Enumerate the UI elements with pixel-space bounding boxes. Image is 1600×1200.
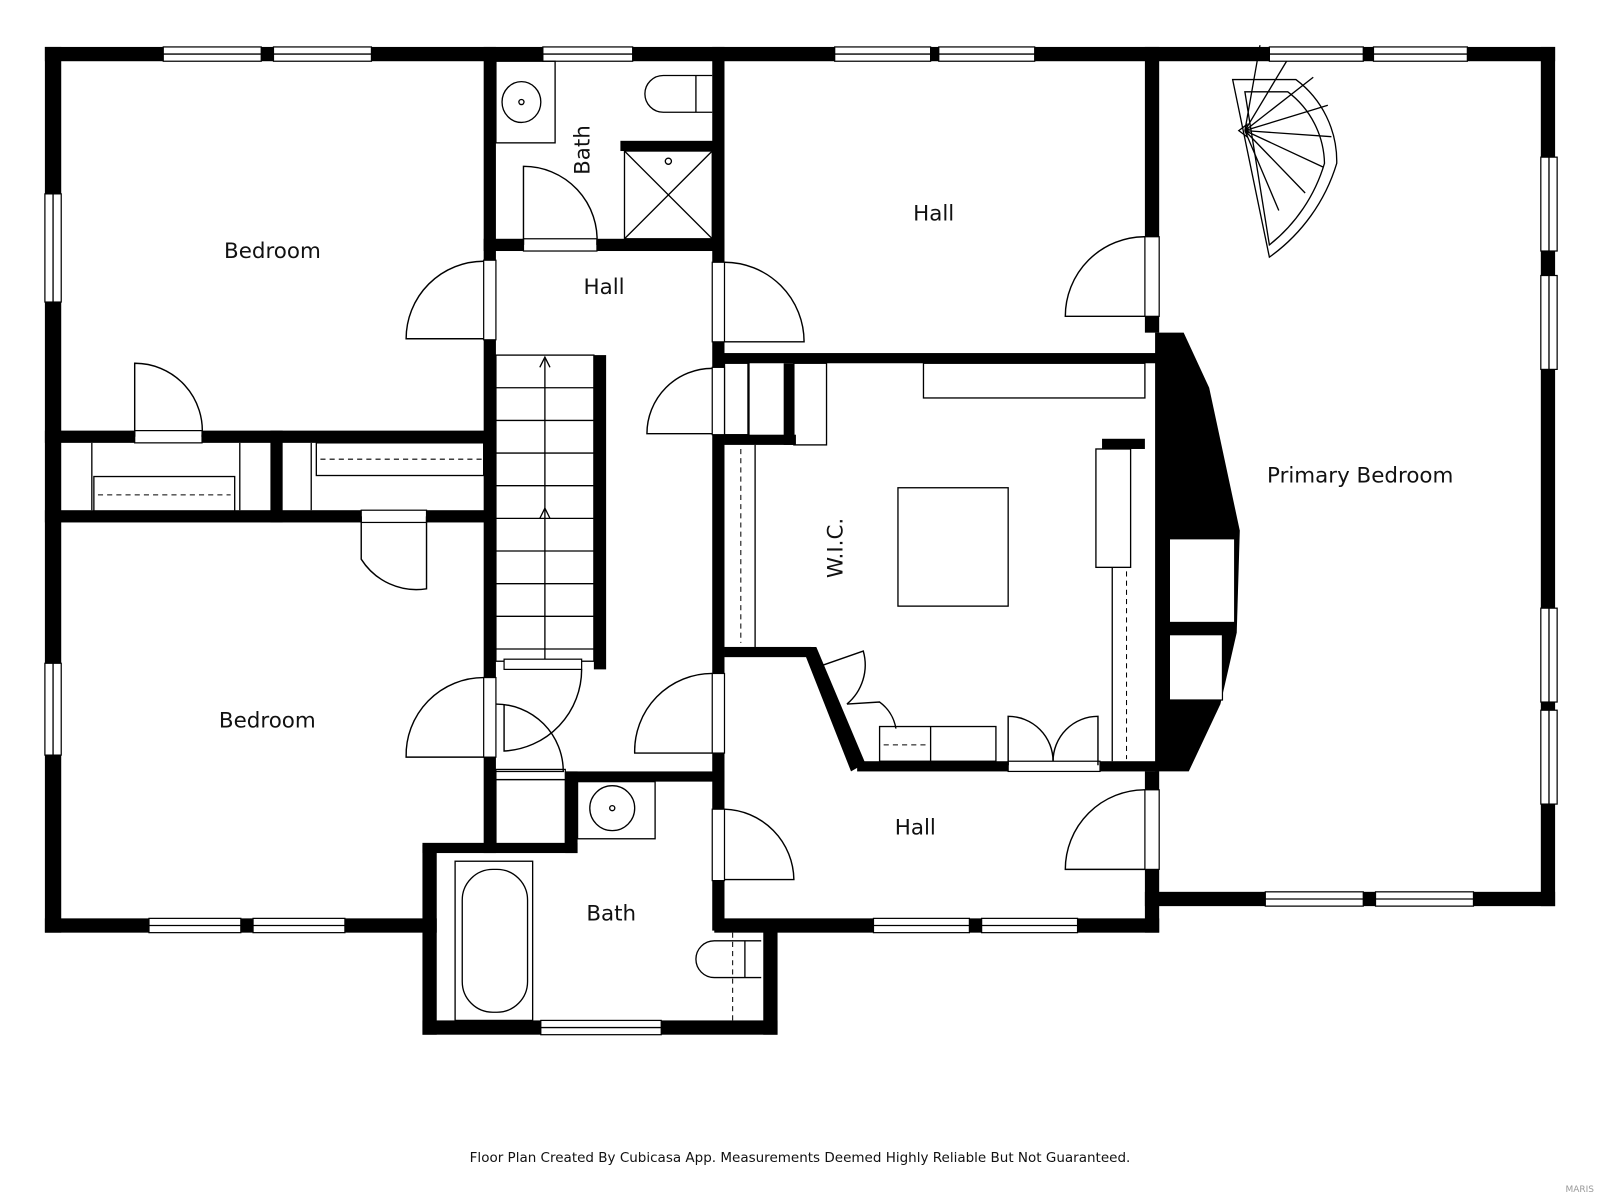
door-opening xyxy=(1144,236,1160,317)
staircase xyxy=(495,354,595,662)
door-swing xyxy=(724,261,805,343)
door-opening xyxy=(483,676,497,758)
doors xyxy=(133,165,1160,882)
spiral-step xyxy=(1244,76,1314,132)
door-opening xyxy=(711,261,726,343)
toilet xyxy=(644,74,713,113)
door-swing xyxy=(724,808,795,881)
door-opening xyxy=(711,672,726,754)
door-swing xyxy=(646,367,713,435)
watermark: MARIS xyxy=(1565,1185,1594,1195)
door-swing xyxy=(133,362,204,437)
spiral-step xyxy=(1244,130,1280,211)
footer-disclaimer: Floor Plan Created By Cubicasa App. Meas… xyxy=(469,1150,1131,1166)
spiral-step xyxy=(1244,45,1261,131)
door-opening xyxy=(483,259,497,341)
door-swing xyxy=(522,165,598,245)
door-opening xyxy=(711,366,726,436)
spiral-step xyxy=(1244,129,1332,138)
sink xyxy=(589,785,636,832)
door-swing xyxy=(1064,236,1145,318)
room-label-wic: W.I.C. xyxy=(824,518,849,578)
door-opening xyxy=(360,509,428,524)
door-swing xyxy=(846,701,897,729)
door-swing xyxy=(1007,715,1054,766)
walls xyxy=(44,46,1556,1035)
windows xyxy=(44,46,1558,1036)
spiral-step xyxy=(1244,130,1324,168)
room-label-bedroom-top: Bedroom xyxy=(224,239,321,264)
door-opening xyxy=(1144,789,1160,870)
door-opening xyxy=(134,430,203,444)
room-label-bath-top: Bath xyxy=(571,125,596,175)
spiral-step xyxy=(1244,130,1306,194)
toilet xyxy=(695,940,762,979)
door-swing xyxy=(405,260,484,340)
door-swing xyxy=(405,676,484,758)
room-label-bath-bottom: Bath xyxy=(586,901,636,926)
door-opening xyxy=(503,658,583,670)
room-label-bedroom-bottom: Bedroom xyxy=(219,708,316,733)
door-swing xyxy=(822,650,866,705)
room-label-hall-bottom: Hall xyxy=(895,816,936,841)
door-opening xyxy=(522,238,598,252)
door-swing xyxy=(1052,715,1099,766)
room-label-hall-center: Hall xyxy=(584,275,625,300)
door-swing xyxy=(503,669,583,752)
door-swing xyxy=(633,672,713,754)
shower xyxy=(624,150,713,240)
bathtub xyxy=(461,868,529,1013)
fixtures xyxy=(454,60,762,1022)
room-label-hall-top-right: Hall xyxy=(913,201,954,226)
spiral-step xyxy=(1244,55,1291,131)
door-opening xyxy=(711,808,726,882)
door-opening xyxy=(1007,760,1101,773)
door-swing xyxy=(1064,789,1145,871)
spiral-step xyxy=(1244,104,1329,132)
built-ins xyxy=(91,362,1236,762)
spiral-stair xyxy=(1231,45,1338,259)
room-label-primary-bedroom: Primary Bedroom xyxy=(1267,464,1453,489)
door-swing xyxy=(360,516,428,591)
door-swing xyxy=(495,703,564,773)
sink xyxy=(501,80,542,124)
